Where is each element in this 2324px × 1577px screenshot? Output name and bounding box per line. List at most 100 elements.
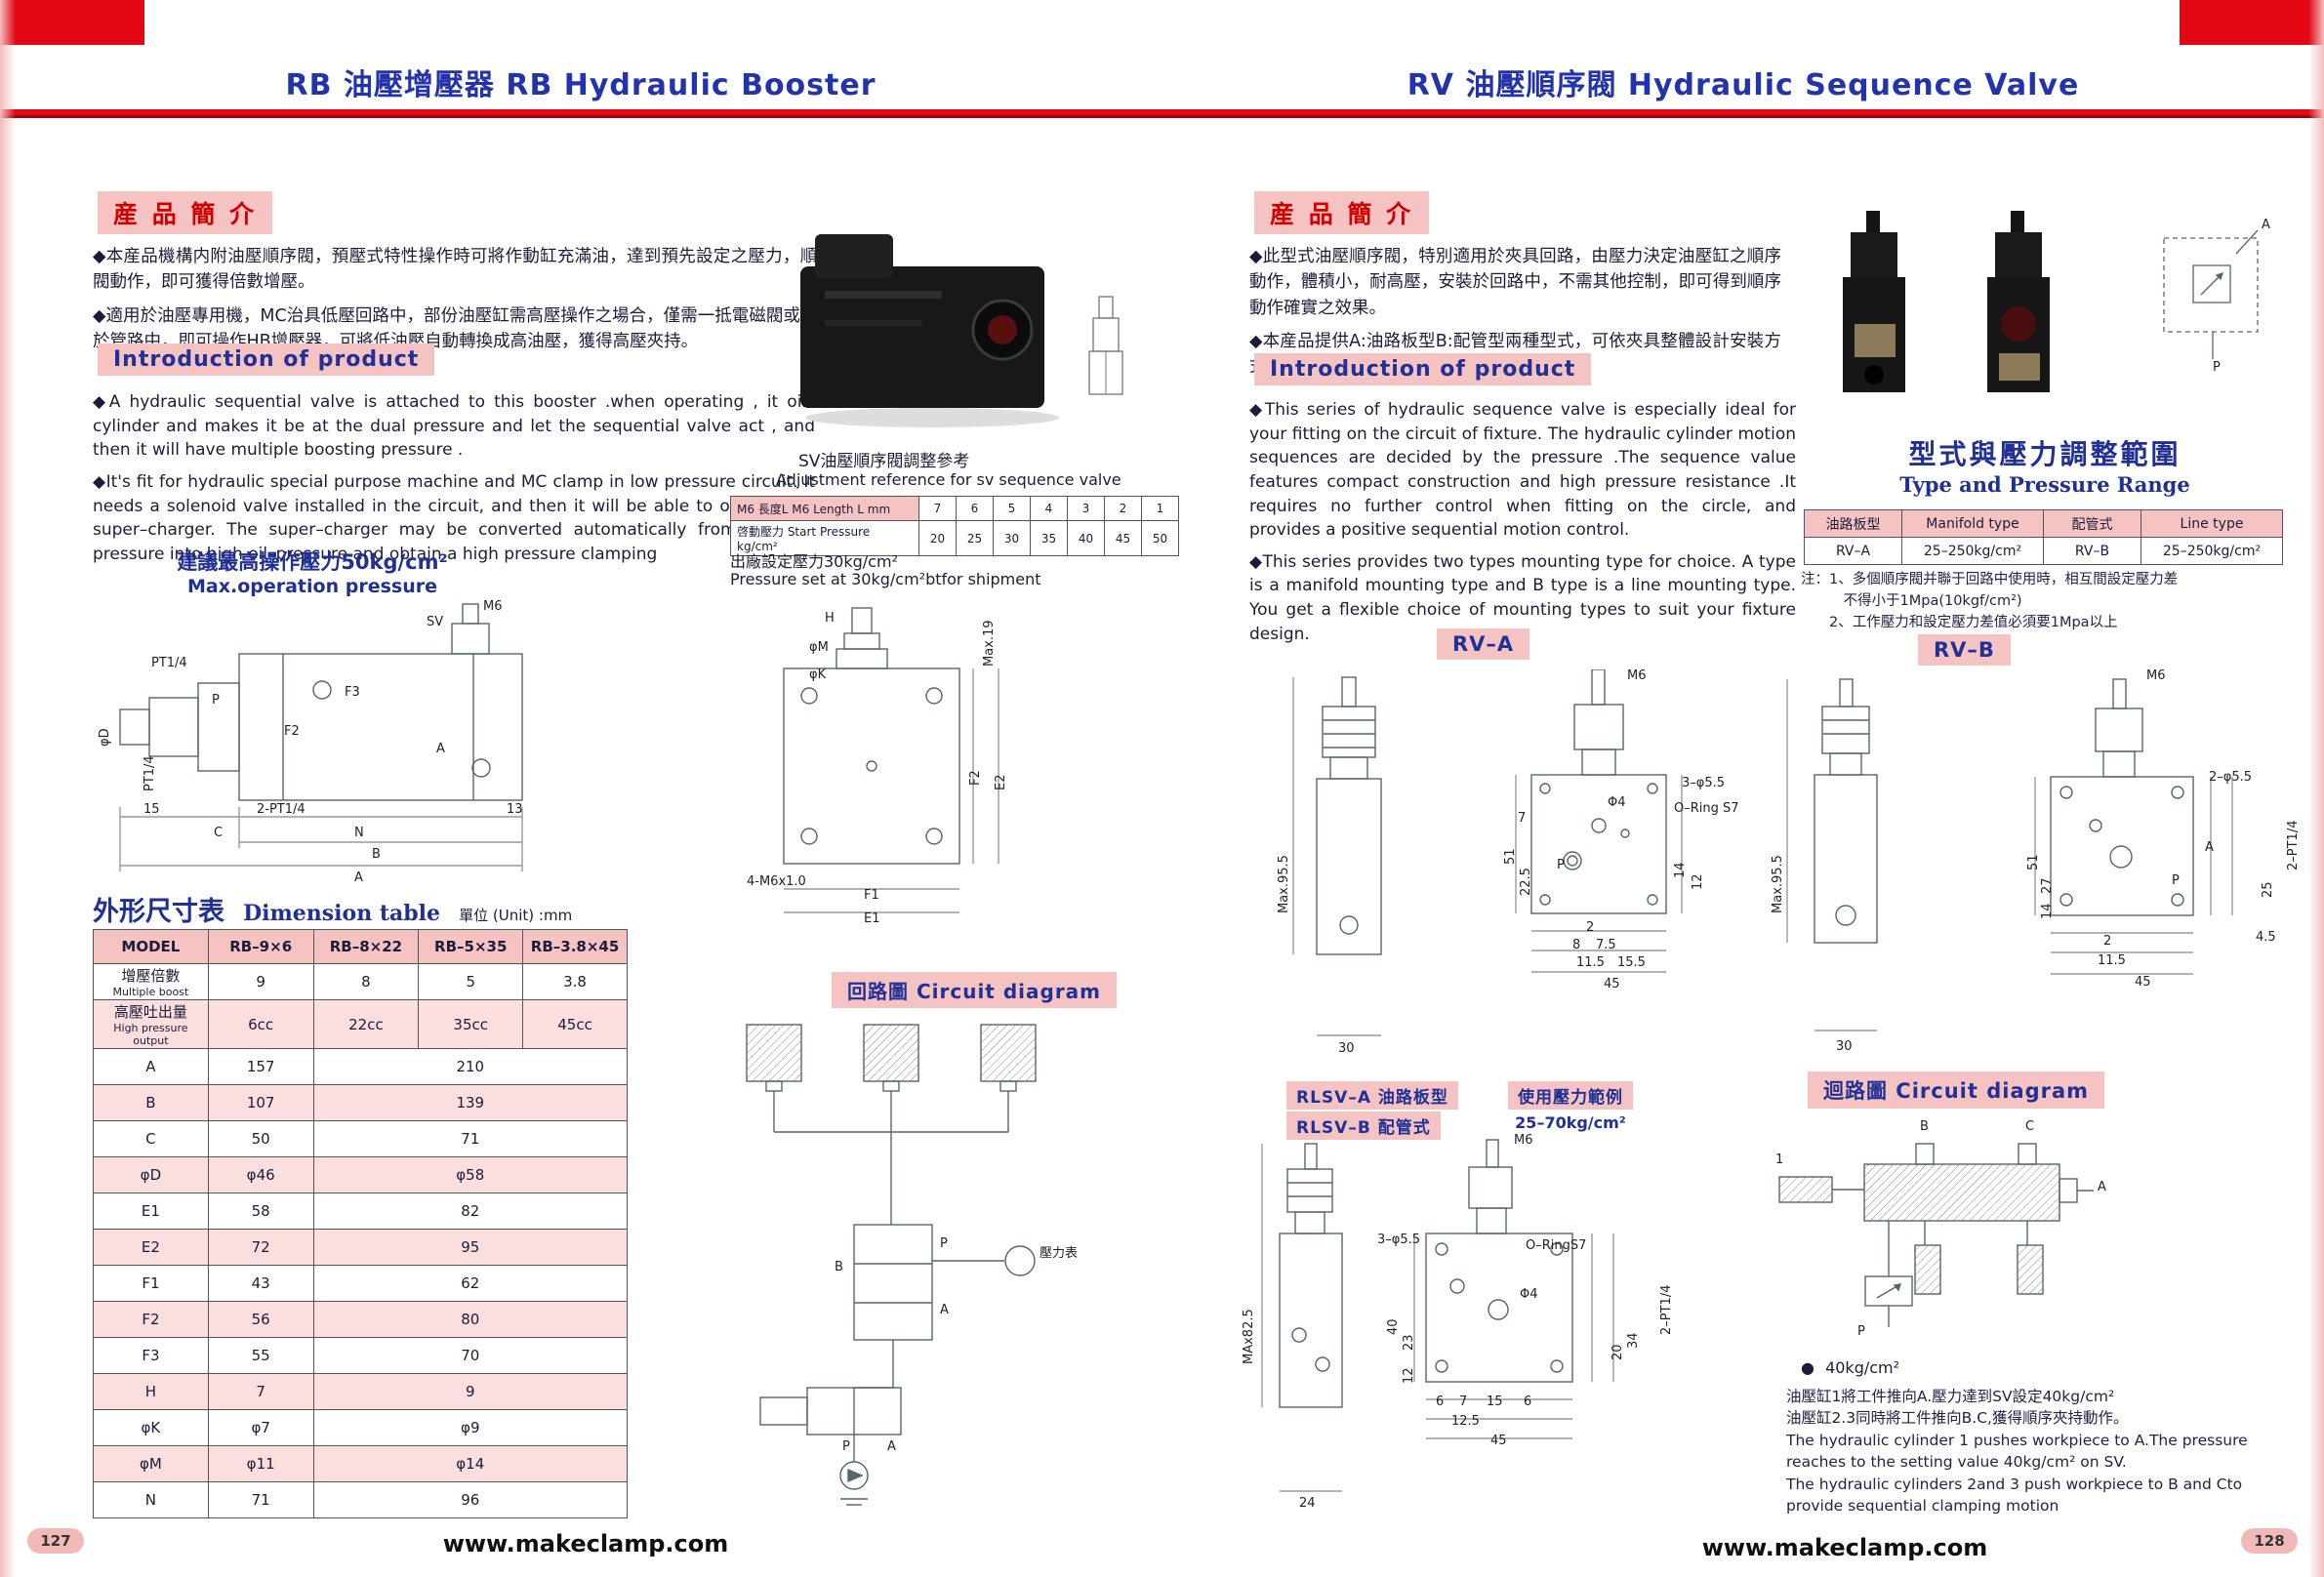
adjust-row-label: 啓動壓力 Start Pressure kg/cm² [730,520,919,556]
dim-cell: 9 [312,1373,629,1410]
drawing-label: N [354,826,364,840]
drawing-label: 40 [1386,1318,1401,1335]
type-range-heading: 型式與壓力調整範圍 Type and Pressure Range [1801,433,2289,497]
header-red-rule [0,109,2324,118]
dim-cell: 6cc [207,999,314,1049]
drawing-label: P [1857,1324,1865,1339]
dim-cell: 157 [207,1048,314,1085]
drawing-label: 4.5 [2256,930,2276,945]
drawing-label: 2-PT1/4 [257,802,306,817]
dim-row-label: E2 [93,1229,209,1266]
drawing-label: 25 [2261,881,2275,898]
drawing-label: F2 [284,724,300,739]
drawing-label: E2 [994,774,1008,791]
rva-badge: RV–A [1437,628,1530,660]
dim-cell: 71 [312,1120,629,1157]
drawing-label: A [2262,218,2270,232]
drawing-label: SV [427,615,444,629]
intro-badge-zh-right-label: 産 品 簡 介 [1254,191,1430,234]
drawing-label: 45 [1604,977,1620,991]
dim-row-label: φD [93,1156,209,1193]
website-right[interactable]: www.makeclamp.com [1701,1534,1988,1561]
drawing-label: Max.95.5 [1771,855,1785,913]
drawing-label: B [372,847,381,862]
note-line-3: 2、工作壓力和設定壓力差值必須要1Mpa以上 [1801,614,2118,630]
drawing-label: 27 [2040,877,2055,894]
type-value-cell: 25–250kg/cm² [1901,537,2044,565]
dim-row-label: N [93,1481,209,1518]
drawing-label: 2 [1586,920,1595,935]
drawing-label: 8 [1572,938,1581,952]
website-left[interactable]: www.makeclamp.com [442,1530,729,1557]
desc-line-3: The hydraulic cylinder 1 pushes workpiec… [1786,1431,2248,1449]
circuit-badge-right-label: 迴路圖 Circuit diagram [1808,1072,2105,1109]
drawing-label: A [2205,840,2214,855]
drawing-label: B [1920,1119,1929,1134]
dim-cell: 82 [312,1193,629,1230]
intro-badge-en-left-label: Introduction of product [98,344,435,376]
intro-badge-en-right: Introduction of product [1254,353,1592,385]
drawing-label: Φ4 [1520,1287,1538,1302]
desc-line-5: The hydraulic cylinders 2and 3 push work… [1786,1475,2243,1493]
dim-row-label: F2 [93,1301,209,1338]
intro-en-bullet-1: ◆A hydraulic sequential valve is attache… [93,392,815,461]
rv-circuit-description: 油壓缸1將工件推向A.壓力達到SV設定40kg/cm² 油壓缸2.3同時將工件推… [1786,1386,2264,1517]
adjust-cell: 20 [918,520,957,556]
dim-cell: φ14 [312,1445,629,1482]
dim-cell: 3.8 [522,963,628,1000]
intro-badge-zh-right: 産 品 簡 介 [1254,191,1430,234]
drawing-label: PT1/4 [143,755,157,791]
product-photo-rv-a-image [1843,211,1905,392]
drawing-label: A [436,742,445,756]
drawing-label: 7.5 [1596,938,1616,952]
drawing-label: C [2025,1119,2035,1134]
dim-cell: 35cc [418,999,524,1049]
product-photo-rv-a [1808,207,1944,422]
rvb-badge-label: RV–B [1918,634,2011,666]
dim-header-cell: RB–3.8×45 [522,929,628,964]
dim-title-en: Dimension table [243,901,441,926]
drawing-label: 2 [2103,934,2112,949]
drawing-label: 45 [1490,1434,1507,1448]
dim-cell: 22cc [312,999,420,1049]
drawing-label: A [354,870,363,885]
type-value-cell: RV–A [1804,537,1902,565]
drawing-label: F1 [864,888,879,903]
drawing-label: P [1557,858,1565,872]
dim-row-label: H [93,1373,209,1410]
drawing-label: M6 [483,599,503,614]
dim-cell: 107 [207,1084,314,1121]
drawing-label: E1 [864,911,880,926]
drawing-label: 壓力表 [1040,1246,1079,1261]
rvb-drawing-image [1786,678,2233,1031]
adjust-cell: 3 [1067,496,1105,521]
dim-cell: φ11 [207,1445,314,1482]
intro-zh-right-bullet-1: ◆此型式油壓順序閥，特別適用於夾具回路，由壓力決定油壓缸之順序動作，體積小，耐高… [1249,247,1781,318]
drawing-label: 7 [1459,1395,1468,1409]
adjust-cell: 5 [993,496,1031,521]
rva-badge-label: RV–A [1437,628,1530,660]
drawing-label: 45 [2135,975,2151,990]
top-left-red-block [0,0,144,45]
drawing-label: P [940,1236,948,1251]
drawing-label: 30 [1338,1041,1355,1056]
left-page-edge [0,0,16,1577]
drawing-label: 13 [507,802,523,817]
drawing-label: 12 [1402,1367,1416,1384]
adjust-cell: 40 [1067,520,1105,556]
rlsv-a-label: RLSV–A 油路板型 [1286,1081,1458,1110]
drawing-label: M6 [2146,668,2166,683]
dim-row-label: φK [93,1409,209,1446]
dim-cell: 58 [207,1193,314,1230]
dim-cell: 70 [312,1337,629,1374]
